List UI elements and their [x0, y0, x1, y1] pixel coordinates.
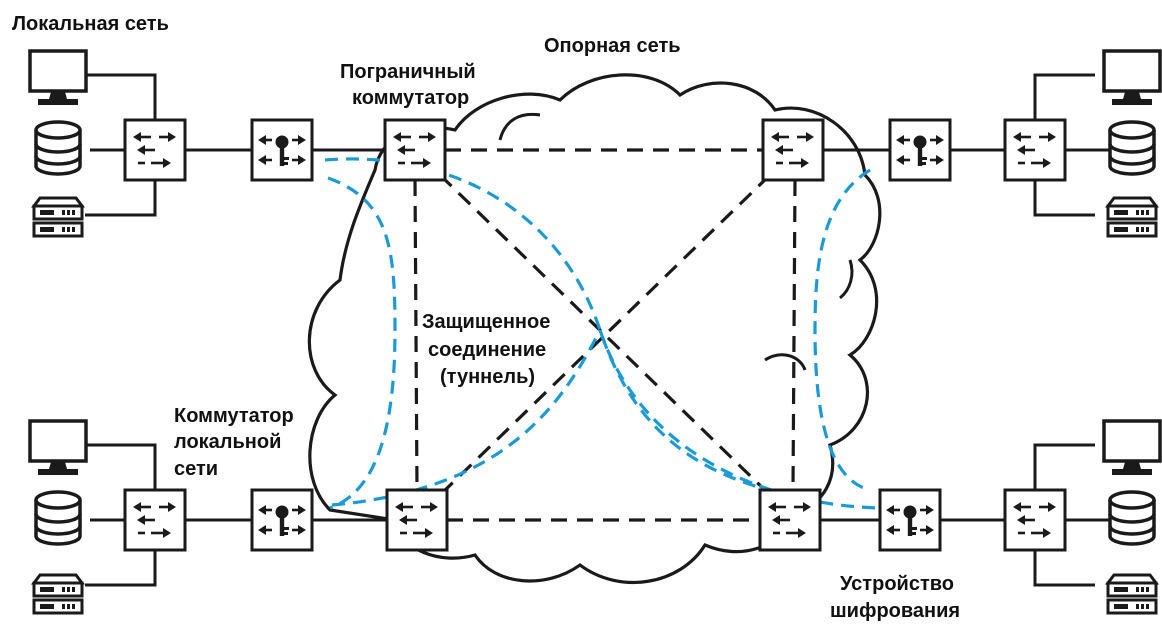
lan-switch-label-3: сети	[174, 458, 218, 480]
encryption-key-icon	[888, 118, 952, 182]
lan-wires-bottom-left	[85, 443, 387, 587]
lan-switch-bottom-right	[1005, 490, 1065, 550]
lan-wires-top-left	[85, 73, 385, 217]
lan-wires-top-right	[823, 73, 1110, 217]
encryptor-label-1: Устройство	[840, 573, 954, 595]
monitor-icon	[28, 419, 88, 477]
lan-switch-label-2: локальной	[174, 431, 281, 453]
server-icon	[32, 573, 84, 615]
edge-switch-bottom-left	[387, 490, 447, 550]
encryption-key-icon	[250, 118, 314, 182]
lan-switch-label-1: Коммутатор	[174, 405, 294, 427]
encryption-key-icon	[250, 488, 314, 552]
local-network-label: Локальная сеть	[12, 13, 169, 35]
edge-switch-label-1: Пограничный	[340, 61, 476, 83]
tunnel-label-1: Защищенное	[422, 311, 550, 333]
edge-switch-top-left	[385, 120, 445, 180]
lan-switch-top-left	[125, 120, 185, 180]
database-icon	[34, 120, 82, 176]
database-icon	[34, 490, 82, 546]
monitor-icon	[1102, 49, 1162, 107]
lan-switch-bottom-left	[125, 490, 185, 550]
database-icon	[1108, 490, 1156, 546]
tunnel-label-2: соединение	[428, 339, 546, 361]
monitor-icon	[1102, 419, 1162, 477]
server-icon	[32, 196, 84, 238]
encryption-key-icon	[878, 488, 942, 552]
database-icon	[1108, 120, 1156, 176]
lan-switch-top-right	[1005, 120, 1065, 180]
server-icon	[1106, 196, 1158, 238]
lan-wires-bottom-right	[820, 443, 1110, 587]
backbone-label: Опорная сеть	[544, 35, 681, 57]
server-icon	[1106, 573, 1158, 615]
edge-switch-bottom-right	[760, 490, 820, 550]
tunnel-label-3: (туннель)	[440, 366, 535, 388]
edge-switch-label-2: коммутатор	[352, 87, 469, 109]
edge-switch-top-right	[763, 120, 823, 180]
backbone-links	[413, 148, 797, 522]
encryptor-label-2: шифрования	[830, 600, 960, 622]
monitor-icon	[28, 49, 88, 107]
